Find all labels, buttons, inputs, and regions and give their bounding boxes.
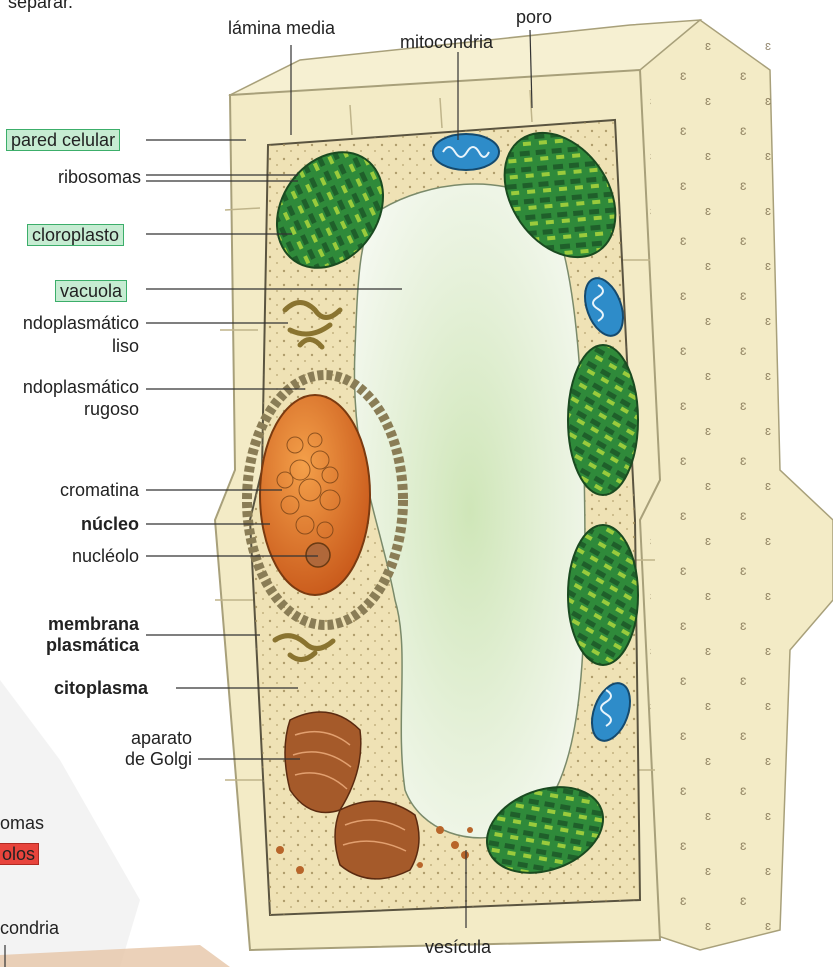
label-vesicula: vesícula (425, 937, 491, 957)
label-nucleolo: nucléolo (72, 546, 139, 566)
label-vacuola: vacuola (55, 280, 127, 302)
chloroplast-4 (568, 525, 638, 665)
header-fragment: separar. (8, 0, 73, 12)
label-pared-celular: pared celular (6, 129, 120, 151)
left-fragment-mitocondria: condria (0, 918, 59, 938)
label-mitocondria-top: mitocondria (400, 32, 493, 52)
cell-wall-side-texture (650, 40, 800, 940)
label-cloroplasto: cloroplasto (27, 224, 124, 246)
label-rer-line1: ndoplasmático (23, 377, 139, 397)
label-citoplasma: citoplasma (54, 678, 148, 698)
label-membrana-line1: membrana (48, 614, 139, 634)
nucleolus (306, 543, 330, 567)
label-poro: poro (516, 7, 552, 27)
left-fragment-red-label: olos (0, 843, 39, 865)
label-rer-line2: rugoso (84, 399, 139, 419)
label-golgi-line1: aparato (131, 728, 192, 748)
mitochondrion-top (433, 134, 499, 170)
label-rel-line2: liso (112, 336, 139, 356)
label-cromatina: cromatina (60, 480, 139, 500)
chloroplast-3 (568, 345, 638, 495)
label-nucleo: núcleo (81, 514, 139, 534)
label-membrana-line2: plasmática (46, 635, 139, 655)
left-fragment-ribosomas: omas (0, 813, 44, 833)
label-rel-line1: ndoplasmático (23, 313, 139, 333)
label-golgi-line2: de Golgi (125, 749, 192, 769)
label-lamina-media: lámina media (228, 18, 335, 38)
label-ribosomas: ribosomas (58, 167, 141, 187)
